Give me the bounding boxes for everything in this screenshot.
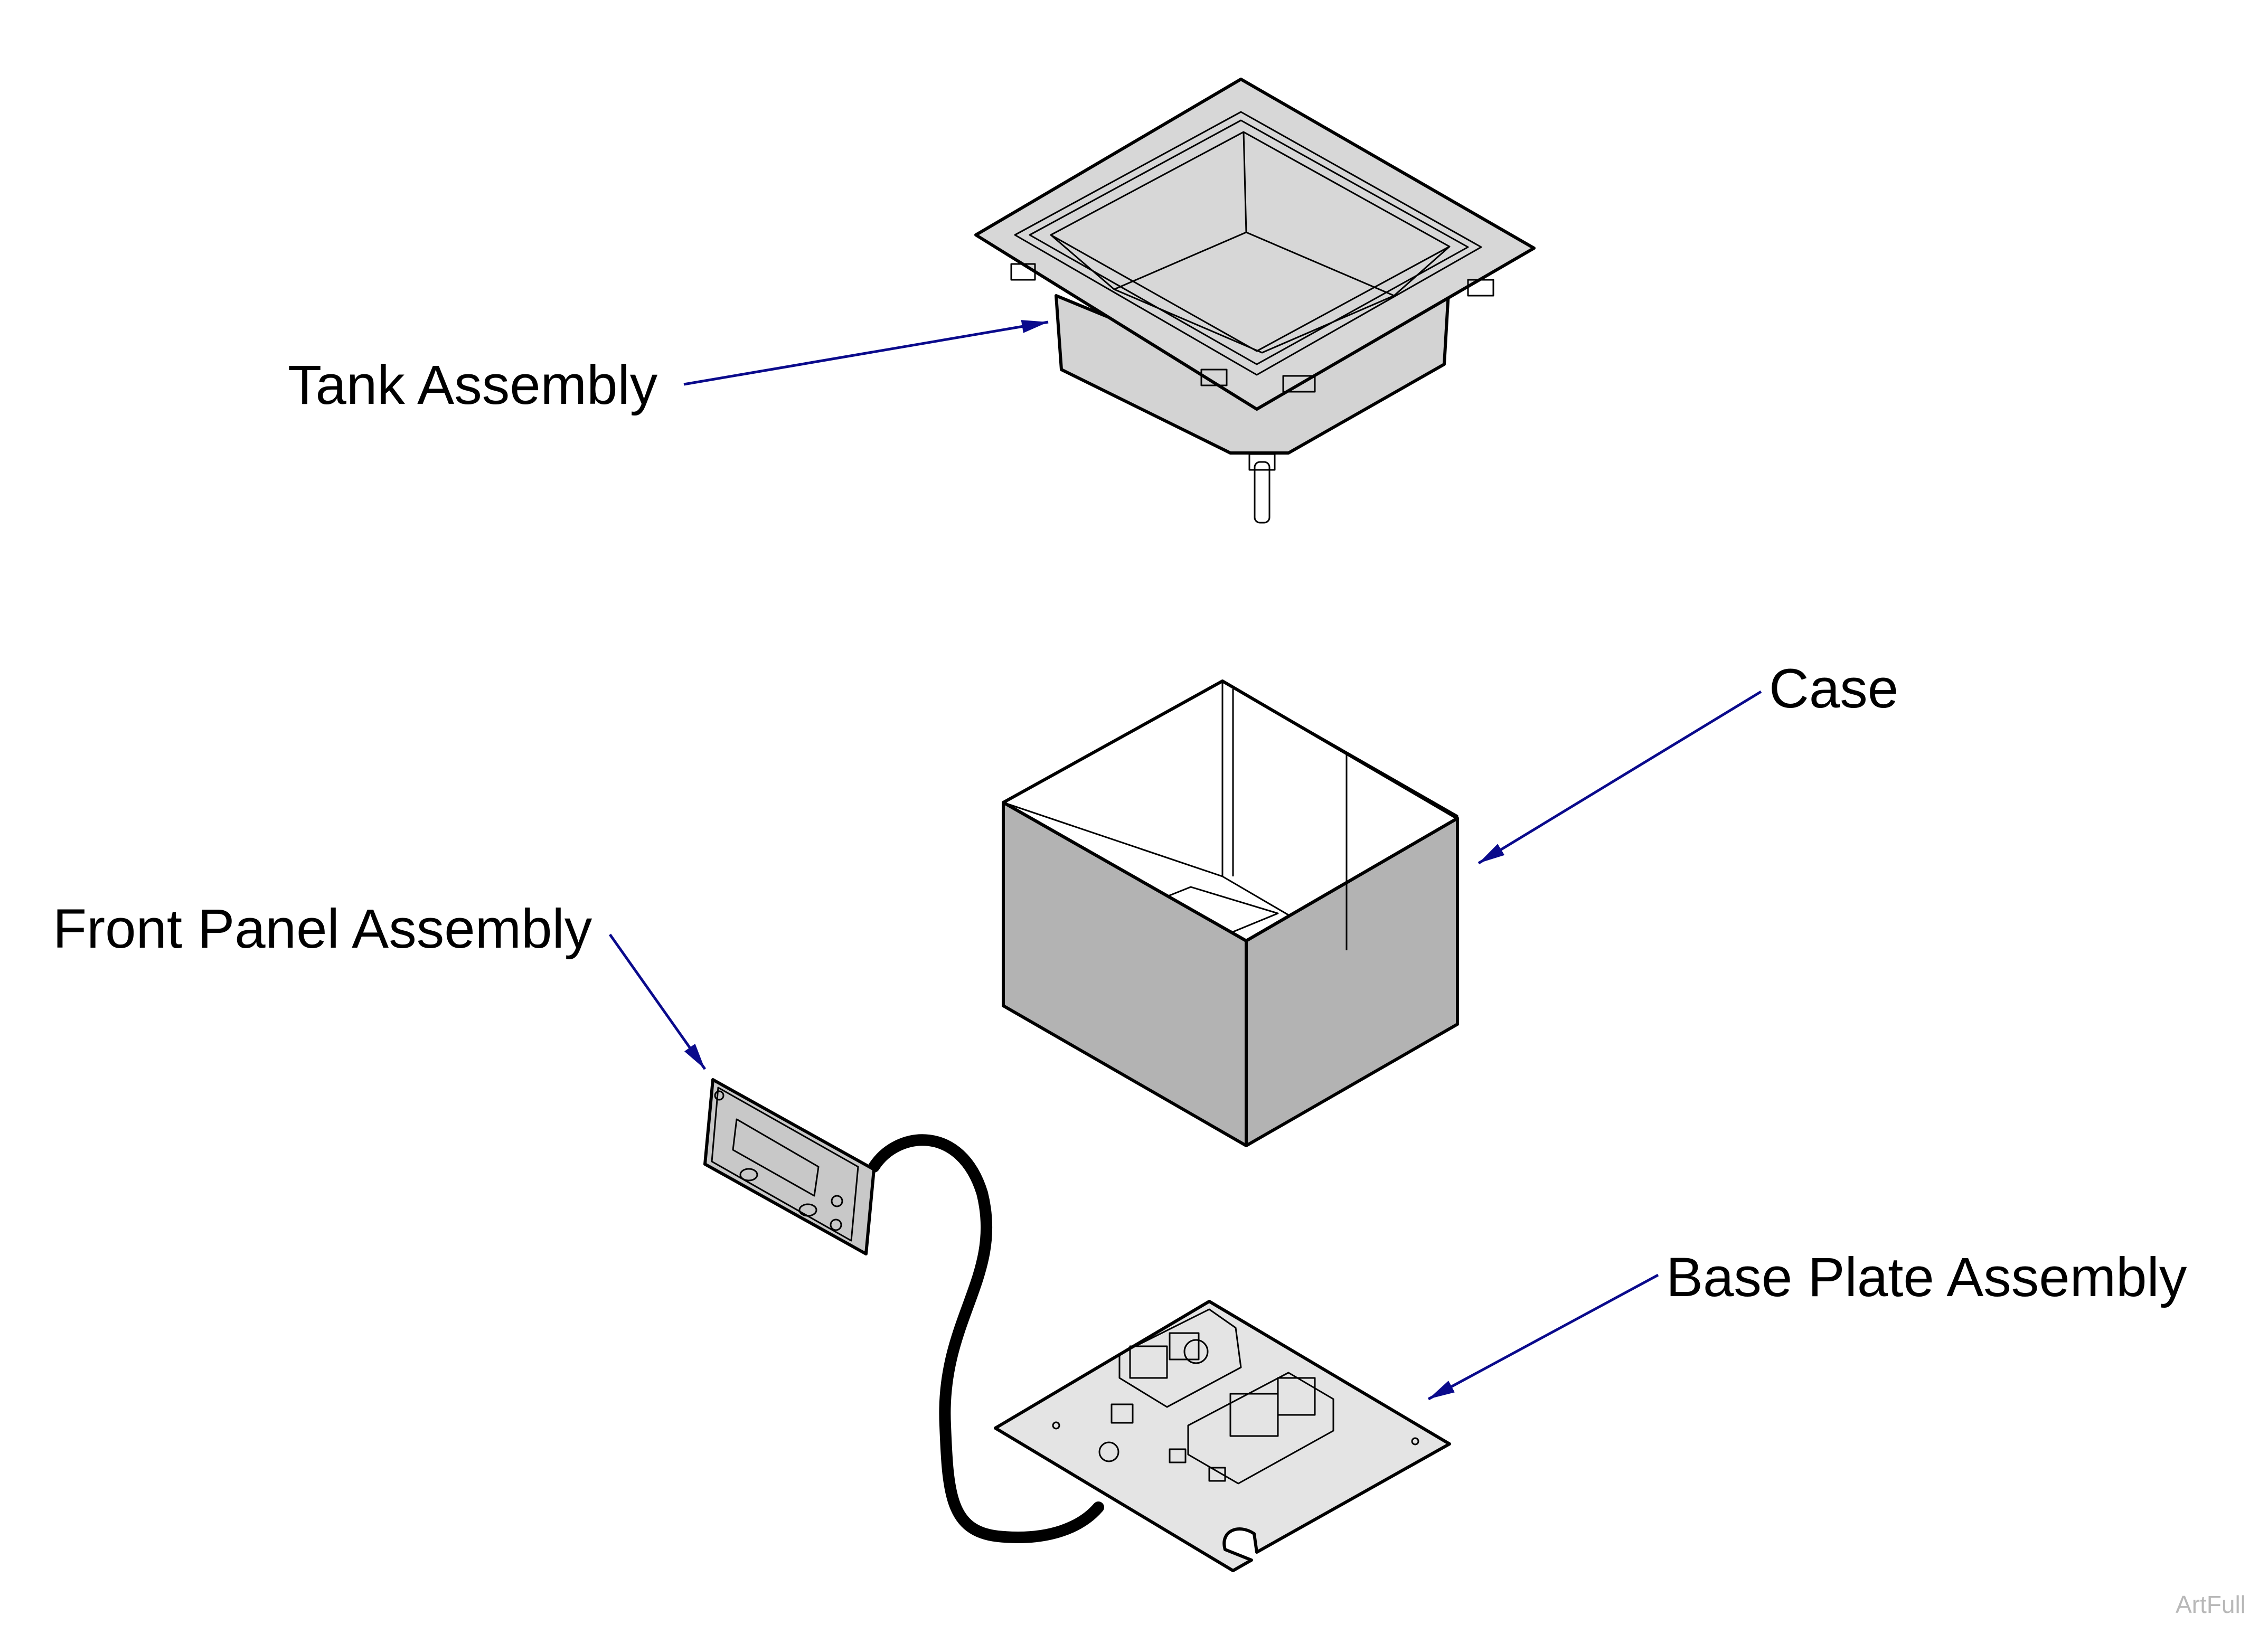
case (1002, 679, 1459, 1147)
base-plate-assembly-leader (1427, 1273, 1659, 1401)
base-plate-assembly-label: Base Plate Assembly (1666, 1246, 2187, 1308)
watermark: ArtFull (2176, 1591, 2246, 1618)
tank-assembly-leader (683, 320, 1049, 386)
case-leader (1478, 690, 1762, 865)
front-panel-assembly-leader (608, 933, 707, 1070)
tank-assembly-label: Tank Assembly (288, 354, 658, 416)
callout-tank-assembly: Tank Assembly (288, 320, 1049, 416)
callout-case: Case (1478, 658, 1898, 865)
cable (868, 1134, 1104, 1543)
callout-front-panel-assembly: Front Panel Assembly (53, 898, 707, 1070)
base-plate-assembly (994, 1300, 1451, 1572)
front-panel-assembly-label: Front Panel Assembly (53, 898, 592, 960)
tank-assembly (974, 78, 1536, 524)
case-label: Case (1769, 658, 1898, 720)
callout-base-plate-assembly: Base Plate Assembly (1427, 1246, 2187, 1401)
front-panel-assembly (703, 1078, 1104, 1543)
